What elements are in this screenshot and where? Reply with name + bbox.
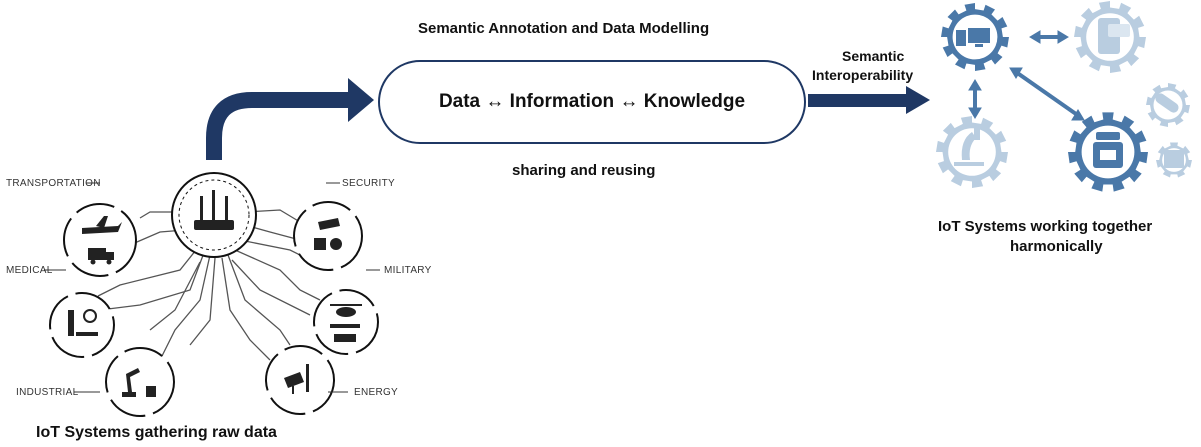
interop-label-line2: Interoperability bbox=[812, 67, 914, 83]
sharing-label: sharing and reusing bbox=[512, 162, 656, 179]
domain-label-transportation: TRANSPORTATION bbox=[6, 178, 101, 189]
microscope-icon bbox=[954, 128, 984, 166]
node-industrial bbox=[105, 347, 175, 417]
gear-connector-arrows bbox=[968, 30, 1085, 121]
knowledge-pill: Data ↔ Information ↔ Knowledge bbox=[378, 60, 806, 144]
interop-label-line1: Semantic bbox=[842, 48, 905, 64]
right-caption-line1: IoT Systems working together bbox=[938, 218, 1153, 235]
truck-icon bbox=[88, 248, 114, 265]
domain-label-energy: ENERGY bbox=[354, 387, 399, 398]
computer-icon bbox=[956, 28, 990, 47]
knowledge-chain-label: Data ↔ Information ↔ Knowledge bbox=[438, 91, 746, 112]
node-military bbox=[313, 289, 379, 355]
solar-panel-icon bbox=[284, 364, 309, 394]
airplane-icon bbox=[82, 216, 122, 234]
router-icon bbox=[194, 190, 234, 230]
node-security bbox=[293, 201, 363, 271]
right-caption-line2: harmonically bbox=[1010, 238, 1103, 255]
domain-label-industrial: INDUSTRIAL bbox=[16, 387, 79, 398]
medicine-jar-icon bbox=[1093, 132, 1123, 168]
robot-arm-icon bbox=[122, 368, 156, 397]
iot-circuit-lines bbox=[97, 209, 321, 361]
gear-microscope bbox=[936, 116, 1008, 188]
annotation-title: Semantic Annotation and Data Modelling bbox=[418, 20, 710, 37]
domain-label-security: SECURITY bbox=[342, 178, 395, 189]
chat-phone-icon bbox=[1098, 18, 1130, 54]
pill-icon bbox=[1155, 93, 1179, 113]
node-medical bbox=[49, 292, 115, 358]
node-transportation bbox=[63, 203, 137, 277]
medical-icon bbox=[68, 309, 98, 336]
helicopter-icon bbox=[330, 304, 362, 342]
flow-arrow-to-annotation bbox=[206, 78, 374, 160]
left-caption: IoT Systems gathering raw data bbox=[36, 424, 277, 441]
surveillance-icon bbox=[314, 218, 342, 250]
xray-icon bbox=[1164, 150, 1184, 168]
flow-arrow-to-interoperability bbox=[808, 86, 930, 114]
domain-label-military: MILITARY bbox=[384, 265, 432, 276]
domain-label-medical: MEDICAL bbox=[6, 265, 53, 276]
